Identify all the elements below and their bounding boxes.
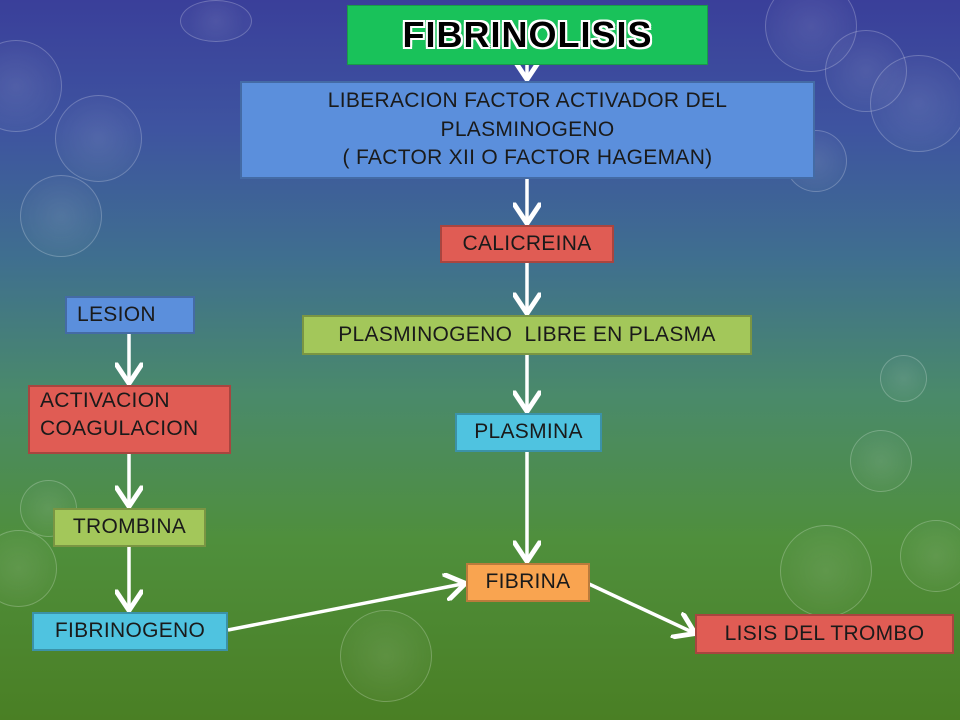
node-trombina-label: TROMBINA xyxy=(72,515,187,539)
bokeh-circle xyxy=(180,0,252,42)
page-title: FIBRINOLISIS xyxy=(402,13,653,55)
bokeh-circle xyxy=(20,175,102,257)
node-liberacion-factor: LIBERACION FACTOR ACTIVADOR DEL PLASMINO… xyxy=(240,81,815,179)
node-trombina: TROMBINA xyxy=(53,508,206,547)
node-lisis-del-trombo: LISIS DEL TROMBO xyxy=(695,614,954,654)
arrow-fibrinogeno-to-fibrina xyxy=(227,584,462,632)
bokeh-circle xyxy=(900,520,960,592)
node-plasminogeno-libre-label: PLASMINOGENO LIBRE EN PLASMA xyxy=(338,322,716,346)
bokeh-circle xyxy=(880,355,927,402)
bokeh-circle xyxy=(780,525,872,617)
node-fibrinogeno-label: FIBRINOGENO xyxy=(54,619,206,643)
node-calicreina: CALICREINA xyxy=(440,225,614,263)
node-plasminogeno-libre: PLASMINOGENO LIBRE EN PLASMA xyxy=(302,315,752,355)
node-liberacion-line3: ( FACTOR XII O FACTOR HAGEMAN) xyxy=(342,146,713,170)
node-lisis-label: LISIS DEL TROMBO xyxy=(724,621,925,645)
node-activacion-coagulacion: ACTIVACION COAGULACION xyxy=(28,385,231,454)
node-fibrinogeno: FIBRINOGENO xyxy=(32,612,228,651)
arrow-fibrina-to-lisis xyxy=(588,582,692,632)
node-lesion-label: LESION xyxy=(77,302,156,326)
bokeh-circle xyxy=(55,95,142,182)
node-lesion: LESION xyxy=(65,296,195,334)
bokeh-circle xyxy=(340,610,432,702)
node-activacion-line2: COAGULACION xyxy=(40,417,199,441)
title-box: FIBRINOLISIS xyxy=(347,5,708,65)
node-plasmina-label: PLASMINA xyxy=(474,420,583,444)
bokeh-circle xyxy=(870,55,960,152)
node-fibrina: FIBRINA xyxy=(466,563,590,602)
node-liberacion-line2: PLASMINOGENO xyxy=(440,117,615,141)
node-activacion-line1: ACTIVACION xyxy=(40,389,170,412)
node-liberacion-line1: LIBERACION FACTOR ACTIVADOR DEL xyxy=(327,89,728,113)
bokeh-circle xyxy=(850,430,912,492)
node-plasmina: PLASMINA xyxy=(455,413,602,452)
node-calicreina-label: CALICREINA xyxy=(462,231,592,255)
node-fibrina-label: FIBRINA xyxy=(485,570,571,594)
